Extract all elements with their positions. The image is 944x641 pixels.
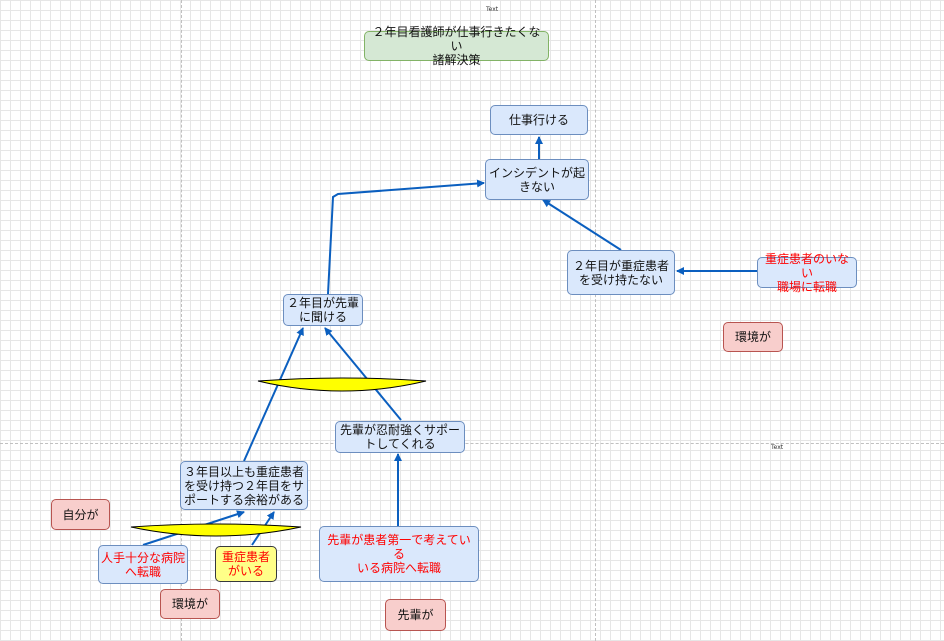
no-severe-patients-node[interactable]: ２年目が重症患者を受け持たない — [567, 250, 675, 295]
title-node[interactable]: ２年目看護師が仕事行きたくない諸解決策 — [364, 25, 549, 67]
edge-third-year-to-can-ask — [243, 327, 304, 462]
third-year-support-node[interactable]: ３年目以上も重症患者を受け持つ２年目をサポートする余裕がある — [180, 461, 308, 510]
canvas-text-label-right: Text — [771, 444, 784, 451]
edge-senior-support-to-can-ask — [324, 327, 402, 421]
no-incident-node[interactable]: インシデントが起きない — [485, 159, 589, 200]
self-node[interactable]: 自分が — [51, 499, 110, 530]
page-divider-horizontal — [0, 443, 944, 444]
edge-can-ask-to-no-incident — [327, 179, 485, 295]
page-divider-vertical-1 — [181, 0, 182, 641]
senior-support-node[interactable]: 先輩が忍耐強くサポートしてくれる — [335, 421, 465, 453]
enough-staff-hospital-node[interactable]: 人手十分な病院へ転職 — [98, 545, 188, 584]
page-divider-vertical-2 — [595, 0, 596, 641]
and-junction-upper — [257, 377, 427, 392]
patient-first-hospital-node[interactable]: 先輩が患者第一で考えているいる病院へ転職 — [319, 526, 479, 582]
and-junction-lower — [130, 523, 302, 537]
transfer-no-severe-node[interactable]: 重症患者のいない職場に転職 — [757, 252, 857, 294]
can-ask-senior-node[interactable]: ２年目が先輩に聞ける — [283, 294, 363, 326]
severe-patients-present-node[interactable]: 重症患者がいる — [215, 546, 277, 582]
environment-node-right[interactable]: 環境が — [723, 322, 783, 352]
goal-node[interactable]: 仕事行ける — [490, 105, 588, 135]
edge-no-severe-to-no-incident — [542, 199, 622, 251]
environment-node-bottom[interactable]: 環境が — [160, 589, 220, 619]
senior-node[interactable]: 先輩が — [385, 599, 446, 631]
canvas-text-label-top: Text — [486, 6, 499, 13]
